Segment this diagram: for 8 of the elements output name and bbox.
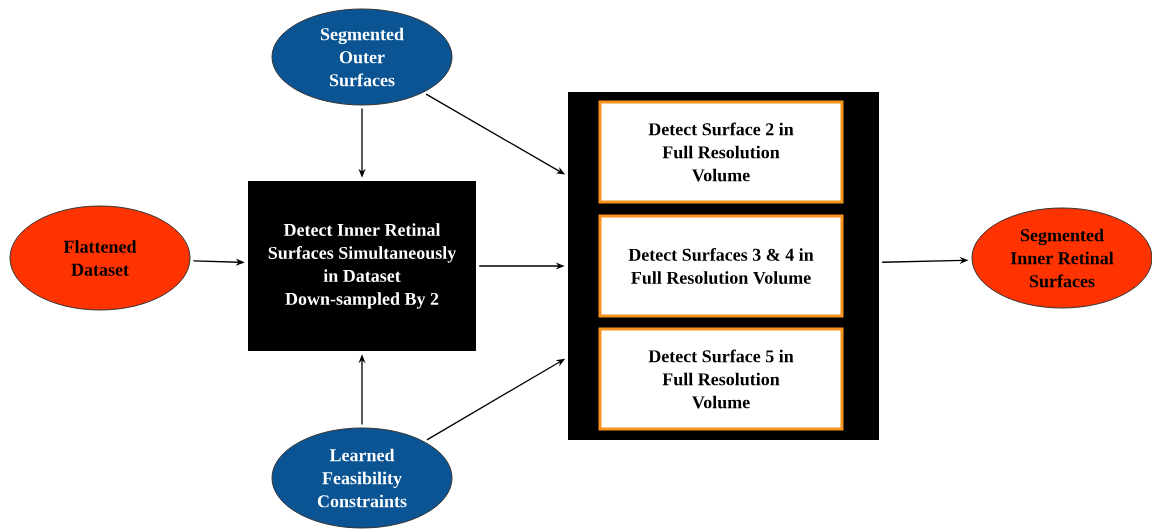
- process-box: Detect Inner Retinal Surfaces Simultaneously in Dataset Down-sampled By 2: [248, 181, 476, 351]
- ellipse-node: Flattened Dataset: [9, 205, 191, 311]
- process-box: Detect Surface 2 in Full Resolution Volume: [598, 100, 844, 204]
- ellipse-node: Learned Feasibility Constraints: [271, 427, 453, 529]
- process-box: Detect Surface 5 in Full Resolution Volume: [598, 327, 844, 431]
- ellipse-node: Segmented Inner Retinal Surfaces: [971, 207, 1152, 309]
- process-box: Detect Surfaces 3 & 4 in Full Resolution Volume: [598, 214, 844, 318]
- ellipse-node: Segmented Outer Surfaces: [271, 8, 453, 106]
